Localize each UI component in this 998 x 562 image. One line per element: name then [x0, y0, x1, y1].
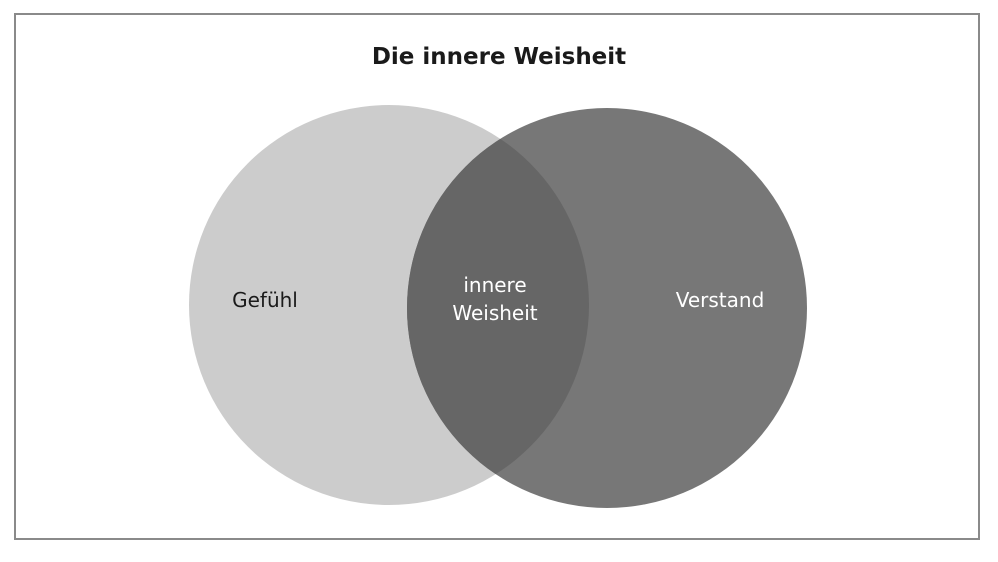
intersection-region: [407, 108, 589, 505]
label-gefuehl: Gefühl: [232, 288, 298, 312]
label-line-2: Weisheit: [452, 301, 538, 325]
label-line-1: innere: [463, 273, 527, 297]
label-innere-weisheit: innere Weisheit: [420, 271, 570, 327]
diagram-frame: [14, 13, 980, 540]
diagram-title: Die innere Weisheit: [371, 44, 627, 70]
label-verstand: Verstand: [675, 288, 765, 312]
